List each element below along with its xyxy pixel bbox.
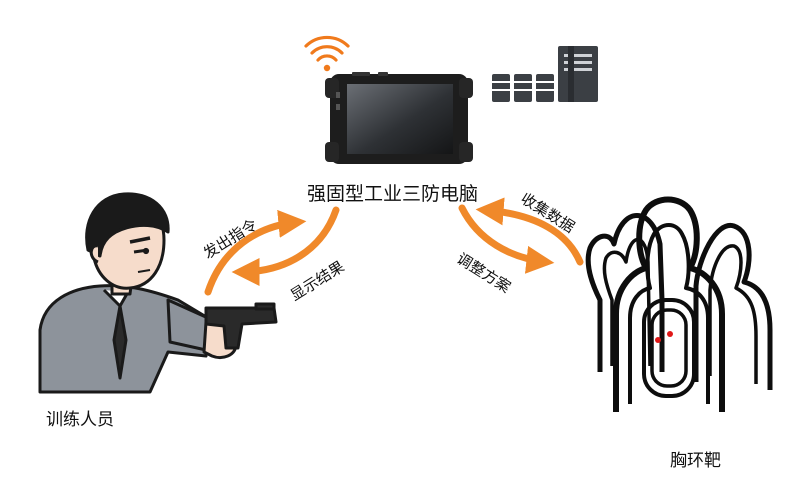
- rugged-tablet: [325, 72, 473, 164]
- arrow-send-command: [204, 209, 307, 296]
- arrow-show-result: [231, 206, 340, 286]
- device-title: 强固型工业三防电脑: [307, 183, 479, 205]
- trainee-figure: [38, 192, 278, 394]
- wifi-icon: [304, 35, 350, 72]
- server-icon: [558, 46, 598, 102]
- chest-ring-target: [585, 196, 773, 412]
- target-hit-mark: [667, 331, 673, 337]
- target-label: 胸环靶: [670, 451, 721, 471]
- target-hit-mark: [655, 337, 661, 343]
- database-icon: [492, 74, 554, 102]
- trainee-label: 训练人员: [46, 410, 114, 430]
- arrow-adjust-plan: [458, 204, 555, 274]
- arrow-collect-data: [475, 197, 584, 266]
